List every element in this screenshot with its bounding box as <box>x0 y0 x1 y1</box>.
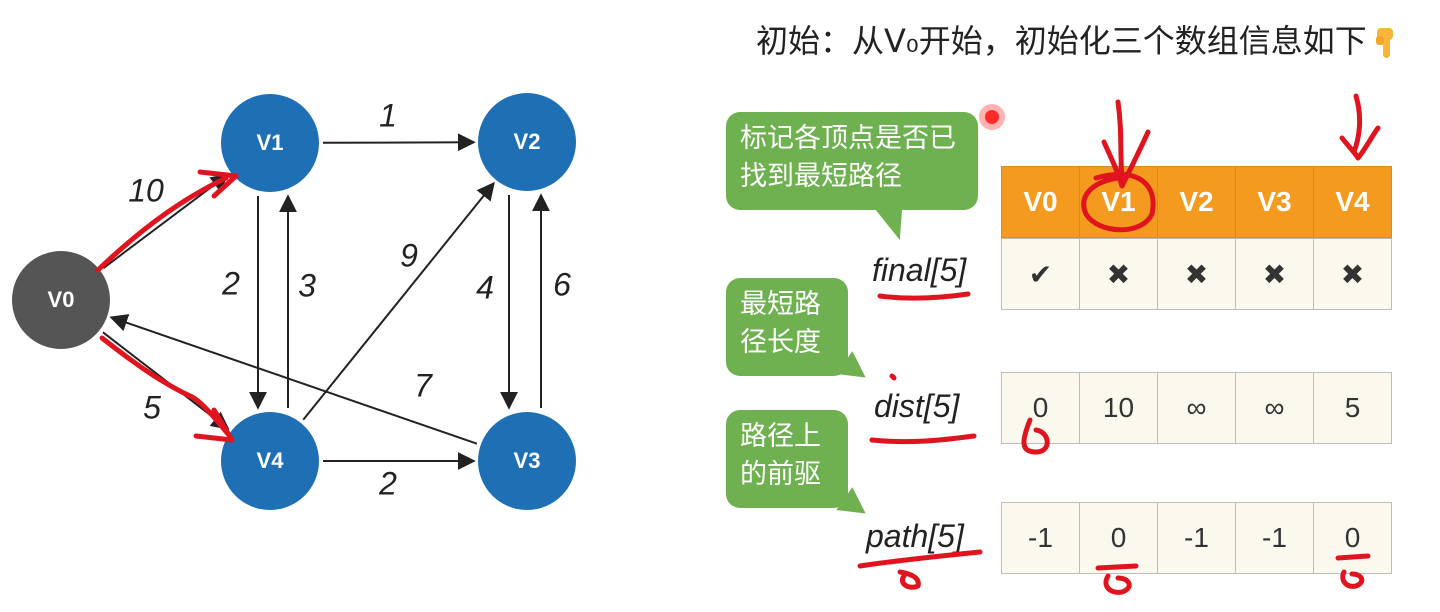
node-v3 <box>478 412 576 510</box>
path-row-label: path[5] <box>866 518 964 554</box>
node-v1 <box>221 94 319 192</box>
dist-cell: ∞ <box>1157 372 1236 444</box>
node-label: V0 <box>48 287 75 312</box>
node-label: V3 <box>514 448 541 473</box>
dist-cell: 0 <box>1001 372 1080 444</box>
slide-heading: 初始：从V₀开始，初始化三个数组信息如下 <box>756 16 1399 62</box>
header-cell: V2 <box>1157 166 1236 238</box>
final-cell-check: ✔ <box>1001 238 1080 310</box>
final-cell-cross: ✖ <box>1157 238 1236 310</box>
edge-weight-label: 6 <box>553 266 571 302</box>
dist-cell: ∞ <box>1235 372 1314 444</box>
path-cell: -1 <box>1157 502 1236 574</box>
final-array-row: ✔ ✖ ✖ ✖ ✖ <box>1001 238 1392 310</box>
node-v2 <box>478 93 576 191</box>
edge-weight-label: 7 <box>414 367 433 403</box>
ink-mark-path-label <box>897 569 921 590</box>
edge-weight-label: 4 <box>476 269 494 305</box>
path-note-bubble: 路径上的前驱 <box>726 410 848 508</box>
path-cell: -1 <box>1001 502 1080 574</box>
edge-v4-v2 <box>302 181 495 421</box>
node-label: V2 <box>514 129 541 154</box>
path-cell: 0 <box>1313 502 1392 574</box>
dist-cell: 5 <box>1313 372 1392 444</box>
final-cell-cross: ✖ <box>1079 238 1158 310</box>
dist-array-row: 0 10 ∞ ∞ 5 <box>1001 372 1392 444</box>
ink-dot-dist <box>889 373 897 381</box>
header-cell: V3 <box>1235 166 1314 238</box>
edge-v0-v1 <box>102 173 230 269</box>
dist-note-text: 最短路径长度 <box>740 289 821 358</box>
final-row-label: final[5] <box>872 252 967 288</box>
edge-weight-label: 3 <box>298 267 316 303</box>
ink-arrow-v4 <box>1339 93 1381 161</box>
final-cell-cross: ✖ <box>1235 238 1314 310</box>
laser-pointer-dot <box>979 104 1005 130</box>
dist-row-label: dist[5] <box>874 388 960 424</box>
header-cell: V0 <box>1001 166 1080 238</box>
final-note-text: 标记各顶点是否已找到最短路径 <box>740 123 956 192</box>
vertex-header-row: V0 V1 V2 V3 V4 <box>1001 166 1392 238</box>
node-label: V1 <box>257 130 284 155</box>
path-cell: -1 <box>1235 502 1314 574</box>
final-cell-cross: ✖ <box>1313 238 1392 310</box>
ink-underline-dist <box>869 433 977 445</box>
hand-pointing-down-icon <box>1373 26 1399 60</box>
dist-note-bubble: 最短路径长度 <box>726 278 848 376</box>
node-v4 <box>221 412 319 510</box>
ink-underline-final <box>877 291 971 301</box>
edge-weight-label: 2 <box>378 465 397 501</box>
final-note-bubble-tail <box>874 208 914 240</box>
edge-weight-label: 5 <box>143 389 161 425</box>
path-note-text: 路径上的前驱 <box>740 421 821 490</box>
edge-weight-label: 10 <box>128 172 164 208</box>
header-cell: V4 <box>1313 166 1392 238</box>
edge-weight-label: 9 <box>400 237 418 273</box>
node-label: V4 <box>257 448 285 473</box>
path-array-row: -1 0 -1 -1 0 <box>1001 502 1392 574</box>
final-note-bubble: 标记各顶点是否已找到最短路径 <box>726 112 978 210</box>
heading-text: 初始：从V₀开始，初始化三个数组信息如下 <box>756 22 1367 60</box>
edge-v1-v2 <box>322 133 476 152</box>
edge-weight-label: 2 <box>221 265 240 301</box>
path-cell: 0 <box>1079 502 1158 574</box>
header-cell: V1 <box>1079 166 1158 238</box>
dist-cell: 10 <box>1079 372 1158 444</box>
node-v0 <box>12 251 110 349</box>
edge-weight-label: 1 <box>379 97 397 133</box>
edge-v0-v4 <box>102 331 230 430</box>
